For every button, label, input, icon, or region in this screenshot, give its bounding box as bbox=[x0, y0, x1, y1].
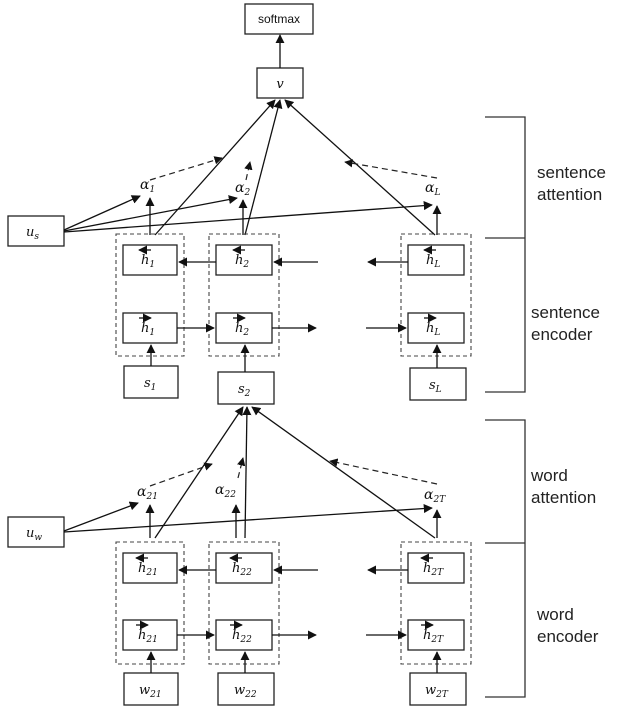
us-to-alpha1-arrow bbox=[63, 195, 141, 231]
sentence-alpha-L-label: αL bbox=[425, 180, 440, 198]
softmax-node: softmax bbox=[244, 3, 314, 35]
sentence-backward-hidden-2: h2 bbox=[215, 244, 273, 276]
sentence-bracket bbox=[485, 116, 526, 393]
word-context-label: uw bbox=[26, 526, 42, 543]
svg-text:sentence: sentence bbox=[537, 163, 606, 182]
h2T-to-s2-arrow bbox=[251, 406, 436, 539]
alphaL-to-v-dashed bbox=[344, 159, 438, 179]
w22-label: w22 bbox=[234, 683, 257, 700]
doc-vector-node: v bbox=[256, 67, 304, 99]
sentence-encoder-label: sentence encoder bbox=[531, 303, 600, 344]
s2-label: s2 bbox=[238, 382, 251, 399]
h-back-21-label: h21 bbox=[138, 561, 158, 578]
word-backward-hidden-22: h22 bbox=[215, 552, 273, 584]
doc-vector-label: v bbox=[276, 77, 284, 92]
svg-text:word: word bbox=[536, 605, 574, 624]
alpha22-to-s2-dashed bbox=[237, 457, 246, 479]
h-back-22-label: h22 bbox=[232, 561, 252, 578]
word-alpha-2T: α2T bbox=[424, 487, 446, 505]
sentence-context-node: us bbox=[7, 215, 65, 247]
h-fwd-1-label: h1 bbox=[141, 321, 155, 338]
h21-to-s2-arrow bbox=[154, 406, 244, 539]
word-alpha-22-label: α22 bbox=[215, 482, 236, 500]
h1-to-v-arrow bbox=[154, 99, 276, 236]
word-input-22: w22 bbox=[217, 672, 275, 706]
h2-to-v-arrow bbox=[244, 99, 283, 236]
sentence-forward-hidden-L: hL bbox=[407, 312, 465, 344]
sentence-context-label: us bbox=[26, 225, 39, 242]
h-back-L-label: hL bbox=[426, 253, 440, 270]
h-fwd-22-label: h22 bbox=[232, 628, 252, 645]
word-context-node: uw bbox=[7, 516, 65, 548]
word-bi-rnn-group-2T bbox=[400, 541, 472, 665]
s1-label: s1 bbox=[144, 376, 156, 393]
sentence-attention-label: sentence attention bbox=[537, 163, 606, 204]
h-fwd-L-label: hL bbox=[426, 321, 440, 338]
word-backward-hidden-21: h21 bbox=[122, 552, 178, 584]
word-encoder-label: word encoder bbox=[536, 605, 599, 646]
h-back-1-label: h1 bbox=[141, 253, 155, 270]
sentence-forward-hidden-2: h2 bbox=[215, 312, 273, 344]
word-bi-rnn-group-22 bbox=[208, 541, 280, 665]
sentence-input-2: s2 bbox=[217, 371, 275, 405]
hL-to-v-arrow bbox=[284, 99, 436, 236]
word-forward-hidden-22: h22 bbox=[215, 619, 273, 651]
h-back-2-label: h2 bbox=[235, 253, 249, 270]
h-fwd-21-label: h21 bbox=[138, 628, 158, 645]
sentence-forward-hidden-1: h1 bbox=[122, 312, 178, 344]
sentence-alpha-1-label: α1 bbox=[140, 177, 155, 195]
sentence-alpha-2-label: α2 bbox=[235, 180, 250, 198]
word-bi-rnn-group-21 bbox=[115, 541, 185, 665]
sentence-alpha-1: α1 bbox=[140, 177, 155, 195]
word-input-2T: w2T bbox=[409, 672, 467, 706]
alpha21-to-s2-dashed bbox=[149, 462, 213, 487]
w2T-label: w2T bbox=[425, 683, 449, 700]
softmax-label: softmax bbox=[258, 12, 300, 26]
alpha2-to-v-dashed bbox=[244, 161, 253, 181]
svg-text:word: word bbox=[530, 466, 568, 485]
svg-text:attention: attention bbox=[531, 488, 596, 507]
sentence-bi-rnn-group-2 bbox=[208, 233, 280, 357]
h-back-2T-label: h2T bbox=[423, 561, 444, 578]
word-forward-hidden-2T: h2T bbox=[407, 619, 465, 651]
w21-label: w21 bbox=[139, 683, 162, 700]
uw-to-alpha2T-arrow bbox=[63, 503, 433, 533]
word-alpha-2T-label: α2T bbox=[424, 487, 446, 505]
word-backward-hidden-2T: h2T bbox=[407, 552, 465, 584]
h-fwd-2-label: h2 bbox=[235, 321, 249, 338]
svg-text:encoder: encoder bbox=[531, 325, 593, 344]
sentence-input-L: sL bbox=[409, 367, 467, 401]
h22-to-s2-arrow bbox=[242, 406, 252, 539]
svg-text:attention: attention bbox=[537, 185, 602, 204]
word-bracket bbox=[485, 419, 526, 698]
sentence-bi-rnn-group-1 bbox=[115, 233, 185, 357]
word-alpha-22: α22 bbox=[215, 482, 236, 500]
word-alpha-21: α21 bbox=[137, 484, 158, 502]
alpha2T-to-s2-dashed bbox=[329, 458, 438, 485]
sentence-alpha-2: α2 bbox=[235, 180, 250, 198]
sentence-backward-hidden-1: h1 bbox=[122, 244, 178, 276]
word-input-21: w21 bbox=[123, 672, 179, 706]
word-alpha-21-label: α21 bbox=[137, 484, 158, 502]
svg-text:encoder: encoder bbox=[537, 627, 599, 646]
sentence-bi-rnn-group-L bbox=[400, 233, 472, 357]
word-forward-hidden-21: h21 bbox=[122, 619, 178, 651]
alpha1-to-v-dashed bbox=[149, 156, 223, 181]
sentence-alpha-L: αL bbox=[425, 180, 440, 198]
us-to-alphaL-arrow bbox=[63, 201, 433, 233]
svg-text:sentence: sentence bbox=[531, 303, 600, 322]
h-fwd-2T-label: h2T bbox=[423, 628, 444, 645]
uw-to-alpha21-arrow bbox=[63, 501, 139, 532]
word-attention-label: word attention bbox=[530, 466, 596, 507]
sentence-backward-hidden-L: hL bbox=[407, 244, 465, 276]
sL-label: sL bbox=[429, 378, 442, 395]
sentence-input-1: s1 bbox=[123, 365, 179, 399]
